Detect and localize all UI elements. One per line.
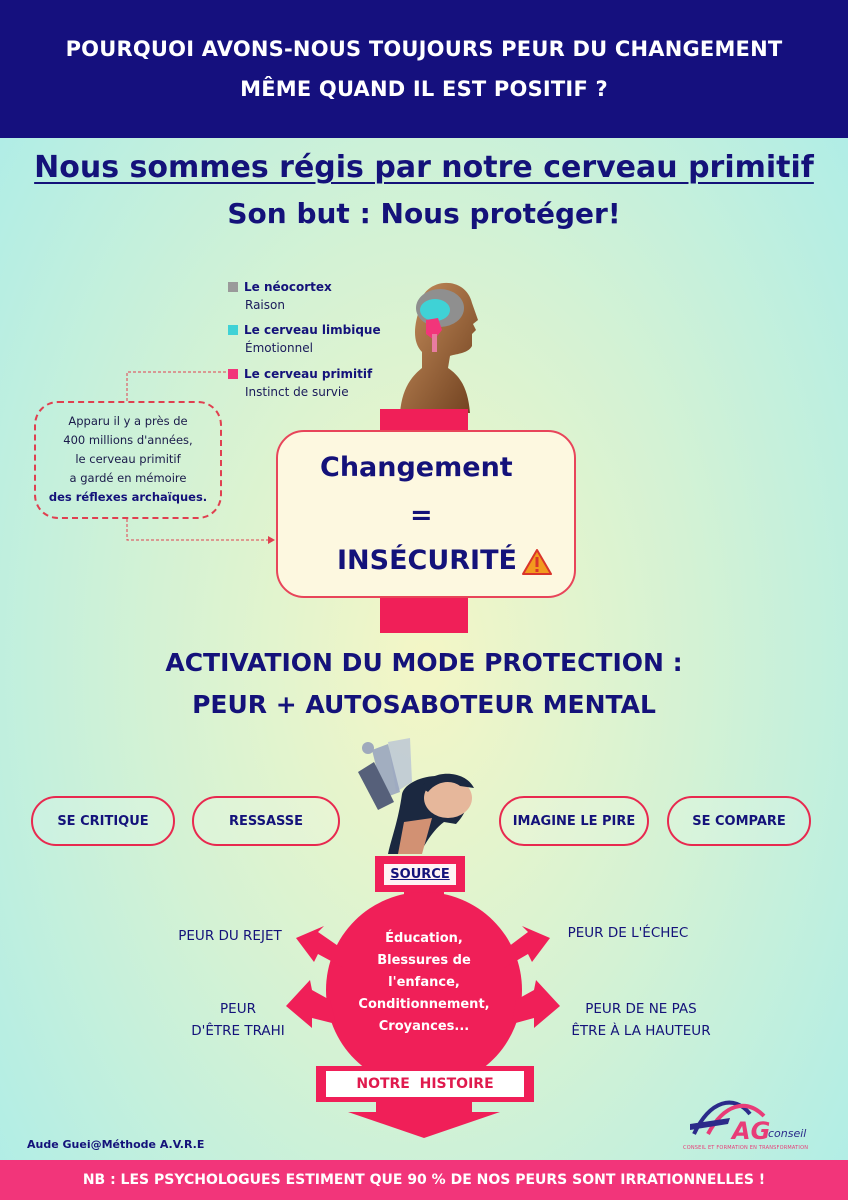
info-line-bold: des réflexes archaïques. (48, 490, 208, 504)
subtitle-line1: Nous sommes régis par notre cerveau prim… (34, 150, 814, 185)
equation-equals: = (410, 500, 433, 531)
pill-se-critique: SE CRITIQUE (31, 796, 175, 846)
legend-title: Le néocortex (244, 280, 332, 294)
story-box: NOTRE HISTOIRE (316, 1066, 534, 1102)
fear-line: PEUR DE NE PAS (585, 1001, 697, 1017)
arrow-bottom-right (512, 980, 560, 1028)
source-label: SOURCE (384, 863, 456, 885)
pill-ressasse: RESSASSE (192, 796, 340, 846)
info-line: a gardé en mémoire (69, 471, 187, 485)
info-line: Apparu il y a près de (68, 414, 188, 428)
source-box: SOURCE (375, 856, 465, 892)
legend-title: Le cerveau primitif (244, 367, 373, 381)
legend-sub: Émotionnel (245, 341, 313, 355)
legend-primitif: Le cerveau primitif Instinct de survie (228, 365, 372, 401)
logo-word: AG (732, 1117, 771, 1145)
legend-sub: Raison (245, 298, 285, 312)
equation-changement: Changement (320, 452, 513, 483)
footer-banner: NB : LES PSYCHOLOGUES ESTIMENT QUE 90 % … (0, 1160, 848, 1200)
header-title-line1: POURQUOI AVONS-NOUS TOUJOURS PEUR DU CHA… (65, 37, 783, 61)
pill-label: SE CRITIQUE (57, 813, 149, 829)
pill-label: RESSASSE (228, 813, 304, 829)
fear-rejet: PEUR DU REJET (178, 928, 282, 944)
equation-insecurite: INSÉCURITÉ (337, 545, 517, 576)
pill-label: SE COMPARE (692, 813, 786, 829)
logo-word2: conseil (768, 1127, 807, 1140)
subtitle-line2: Son but : Nous protéger! (227, 197, 621, 230)
arrow-down (348, 1112, 500, 1138)
legend-neocortex: Le néocortex Raison (228, 278, 332, 314)
header-title-line2: MÊME QUAND IL EST POSITIF ? (240, 77, 608, 101)
head-brain-illustration (400, 282, 478, 413)
fear-line: ÊTRE À LA HAUTEUR (571, 1023, 711, 1039)
arrow-top-right (504, 926, 550, 968)
info-line: le cerveau primitif (75, 452, 181, 466)
circle-line: Blessures de (377, 953, 471, 968)
pill-se-compare: SE COMPARE (667, 796, 811, 846)
person-illustration (358, 738, 474, 854)
fear-echec: PEUR DE L'ÉCHEC (567, 925, 689, 941)
activation-line2: PEUR + AUTOSABOTEUR MENTAL (192, 690, 656, 719)
pill-imagine-le-pire: IMAGINE LE PIRE (499, 796, 649, 846)
fear-line: PEUR (220, 1001, 256, 1017)
pink-bar-bottom (380, 597, 468, 633)
legend-sub: Instinct de survie (245, 385, 349, 399)
square-icon (228, 282, 238, 292)
fear-line: D'ÊTRE TRAHI (191, 1023, 285, 1039)
warning-icon (522, 549, 552, 575)
pink-bar-top (380, 409, 468, 431)
logo-tagline: CONSEIL ET FORMATION EN TRANSFORMATION (683, 1145, 809, 1151)
circle-line: l'enfance, (388, 975, 460, 990)
info-box: Apparu il y a près de 400 millions d'ann… (34, 401, 222, 519)
story-label: NOTRE HISTOIRE (326, 1071, 524, 1097)
arrow-bottom-left (286, 980, 336, 1028)
author-credit: Aude Guei@Méthode A.V.R.E (27, 1138, 205, 1151)
legend-limbique: Le cerveau limbique Émotionnel (228, 321, 381, 357)
arrow-top-left (296, 926, 344, 968)
square-icon (228, 369, 238, 379)
fear-hauteur: PEUR DE NE PAS ÊTRE À LA HAUTEUR (546, 998, 736, 1042)
legend-title: Le cerveau limbique (244, 323, 381, 337)
activation-line1: ACTIVATION DU MODE PROTECTION : (165, 648, 683, 677)
square-icon (228, 325, 238, 335)
ag-logo-mark (690, 1100, 766, 1135)
circle-line: Conditionnement, (358, 997, 490, 1012)
circle-line: Éducation, (385, 931, 463, 946)
source-circle-text: Éducation, Blessures de l'enfance, Condi… (334, 928, 514, 1038)
header-banner: POURQUOI AVONS-NOUS TOUJOURS PEUR DU CHA… (0, 0, 848, 138)
circle-line: Croyances... (378, 1019, 470, 1034)
info-line: 400 millions d'années, (63, 433, 193, 447)
pill-label: IMAGINE LE PIRE (512, 813, 636, 829)
fear-trahi: PEUR D'ÊTRE TRAHI (168, 998, 308, 1042)
